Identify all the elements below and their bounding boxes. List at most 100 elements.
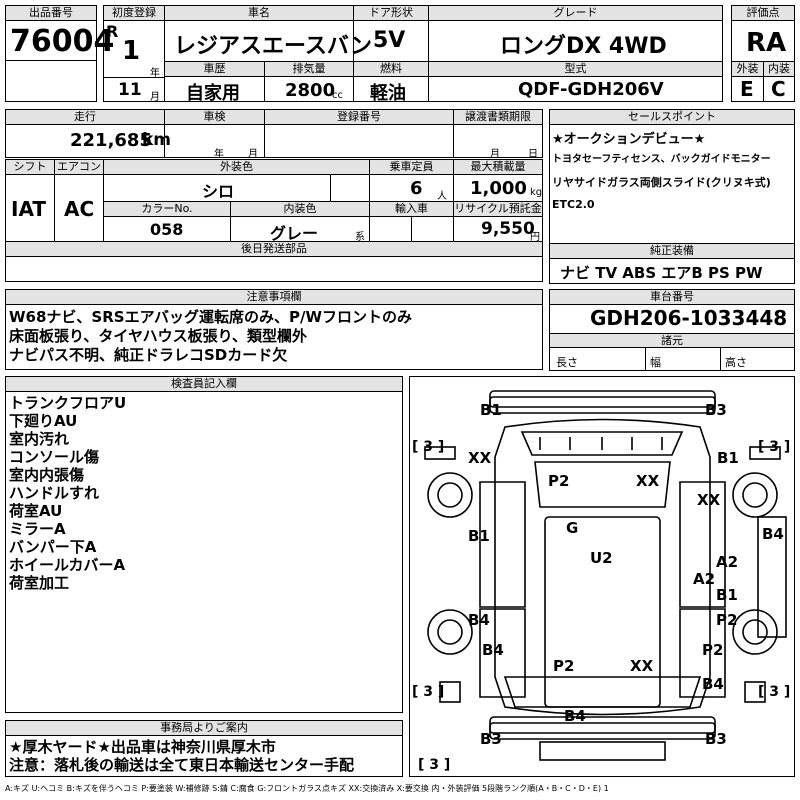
damage-mark-5: P2: [548, 472, 570, 490]
reg-year-unit: 年: [150, 68, 160, 79]
inspector-line-5: 室内内張傷: [9, 466, 85, 484]
reg-year: 1: [122, 36, 141, 66]
damage-mark-23: B3: [480, 730, 502, 748]
bracket-2: [ 3 ]: [758, 439, 791, 455]
sales-point-3: リヤサイドガラス両側スライド(クリヌキ式): [552, 176, 771, 189]
door-label: ドア形状: [353, 5, 429, 21]
inspector-line-10: ホイールカバーA: [9, 556, 126, 574]
recycle-unit: 円: [530, 232, 540, 243]
inspector-line-11: 荷室加工: [9, 574, 70, 592]
interior-grade-label: 内装: [763, 61, 795, 77]
interior-grade-box: [763, 76, 795, 102]
notes-label: 注意事項欄: [5, 289, 543, 305]
exterior-grade: E: [740, 77, 754, 101]
inspector-line-3: 室内汚れ: [9, 430, 70, 448]
exterior-grade-label: 外装: [731, 61, 764, 77]
score-label: 評価点: [731, 5, 795, 21]
mileage-unit: km: [142, 130, 172, 150]
max-load-label: 最大積載量: [453, 159, 543, 175]
damage-diagram: [ 3 ] [ 3 ] [ 3 ] [ 3 ] [ 3 ] B1 B3 XX B…: [409, 376, 795, 777]
bracket-1: [ 3 ]: [412, 439, 445, 455]
reg-month: 11: [118, 80, 142, 100]
damage-mark-20: P2: [702, 641, 724, 659]
capacity-unit: 人: [437, 191, 447, 202]
int-color: グレー: [270, 224, 319, 243]
int-color-unit: 系: [355, 232, 365, 243]
bracket-5: [ 3 ]: [418, 757, 451, 773]
later-parts-box: [5, 256, 543, 282]
inspector-line-9: バンパー下A: [9, 538, 97, 556]
shift: IAT: [11, 197, 47, 221]
inspection-month-unit: 月: [248, 149, 258, 160]
sales-point-label: セールスポイント: [549, 109, 795, 125]
office-box: [5, 735, 403, 777]
damage-mark-4: B1: [717, 449, 739, 467]
ac: AC: [64, 197, 95, 221]
damage-mark-2: B3: [705, 401, 727, 419]
damage-mark-14: B1: [716, 586, 738, 604]
spec-label: 諸元: [549, 333, 795, 348]
color-no-label: カラーNo.: [103, 201, 231, 217]
damage-mark-15: P2: [716, 611, 738, 629]
damage-mark-19: XX: [630, 657, 654, 675]
mileage: 221,685: [70, 130, 152, 151]
factory-equip: ナビ TV ABS エアB PS PW: [560, 264, 763, 282]
chassis-label: 車台番号: [549, 289, 795, 305]
displacement-unit: cc: [332, 90, 343, 101]
factory-equip-label: 純正装備: [549, 243, 795, 259]
sales-point-2: トヨタセーフティセンス、バックガイドモニター: [552, 154, 771, 165]
later-parts-label: 後日発送部品: [5, 241, 543, 257]
reg-month-unit: 月: [150, 92, 160, 103]
damage-mark-8: B4: [762, 525, 784, 543]
inspector-line-2: 下廻りAU: [9, 412, 78, 430]
damage-mark-9: B1: [468, 527, 490, 545]
fuel: 軽油: [370, 83, 406, 104]
model-label: 型式: [428, 61, 723, 77]
notes-box: [5, 304, 543, 370]
displacement-label: 排気量: [264, 61, 354, 77]
sales-point-1: ★オークションデビュー★: [552, 132, 706, 147]
width-label: 幅: [650, 356, 661, 369]
damage-mark-1: B1: [480, 401, 502, 419]
spec-box: [549, 347, 795, 371]
inspection-label: 車検: [164, 109, 265, 125]
office-label: 事務局よりご案内: [5, 720, 403, 736]
car-name-label: 車名: [164, 5, 354, 21]
damage-mark-11: U2: [590, 549, 613, 567]
first-reg-label: 初度登録: [103, 5, 165, 21]
color-label: 外装色: [103, 159, 370, 175]
color: シロ: [202, 182, 235, 201]
damage-mark-3: XX: [468, 449, 492, 467]
recycle: 9,550: [481, 219, 535, 239]
damage-mark-22: B4: [564, 707, 586, 725]
inspector-label: 検査員記入欄: [5, 376, 403, 392]
inspector-line-6: ハンドルすれ: [9, 484, 100, 502]
office-line-2: 注意：落札後の輸送は全て東日本輸送センター手配: [9, 756, 355, 774]
grade: ロングDX 4WD: [500, 34, 667, 59]
legend: A:キズ U:ヘコミ B:キズを伴うヘコミ P:要塗装 W:補修跡 S:錆 C:…: [5, 784, 609, 793]
import-label: 輸入車: [369, 201, 454, 217]
history-label: 車歴: [164, 61, 265, 77]
damage-mark-17: B4: [482, 641, 504, 659]
door-type: 5V: [373, 28, 406, 53]
height-label: 高さ: [725, 356, 747, 369]
office-line-1: ★厚木ヤード★出品車は神奈川県厚木市: [9, 738, 276, 756]
inspector-line-8: ミラーA: [9, 520, 66, 538]
sales-point-4: ETC2.0: [552, 198, 595, 211]
inspector-line-4: コンソール傷: [9, 448, 100, 466]
damage-mark-21: B4: [702, 675, 724, 693]
deadline-box: [453, 124, 543, 158]
ac-label: エアコン: [54, 159, 104, 175]
inspector-line-7: 荷室AU: [9, 502, 63, 520]
inspector-box: [5, 391, 403, 713]
displacement: 2800: [285, 80, 336, 101]
capacity: 6: [410, 178, 423, 199]
deadline-month-unit: 月: [490, 149, 500, 160]
fuel-label: 燃料: [353, 61, 429, 77]
mileage-label: 走行: [5, 109, 165, 125]
factory-equip-box: [549, 258, 795, 284]
damage-mark-18: P2: [553, 657, 575, 675]
lot-no: 76004: [10, 24, 115, 59]
lot-no-label: 出品番号: [5, 5, 97, 21]
capacity-label: 乗車定員: [369, 159, 454, 175]
